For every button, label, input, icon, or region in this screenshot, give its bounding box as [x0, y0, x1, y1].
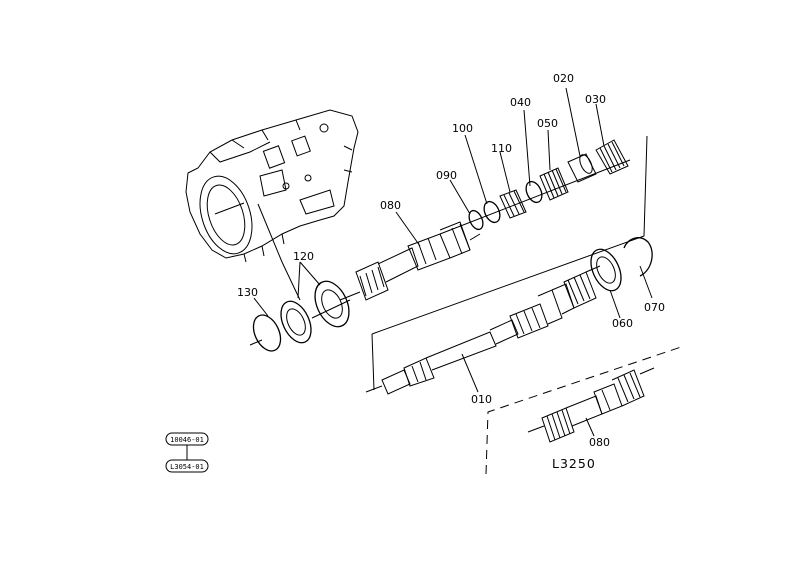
shaft-010-drawing — [365, 265, 601, 395]
ref-code-2: L3054-01 — [170, 463, 204, 471]
collar-020-drawing — [567, 153, 597, 183]
collar-040-drawing — [525, 180, 543, 204]
part-labels: 010 020 030 040 050 060 070 080 090 100 … — [237, 72, 665, 449]
label-060: 060 — [612, 317, 633, 330]
ref-code-1: 10046-01 — [170, 436, 204, 444]
label-050: 050 — [537, 117, 558, 130]
label-030: 030 — [585, 93, 606, 106]
label-100: 100 — [452, 122, 473, 135]
snap-ring-070-drawing — [623, 237, 653, 277]
bearing-060-drawing — [590, 248, 622, 292]
label-020: 020 — [553, 72, 574, 85]
bearing-120-drawing — [280, 280, 351, 344]
label-090: 090 — [436, 169, 457, 182]
ring-130-drawing — [249, 314, 282, 352]
label-110: 110 — [491, 142, 512, 155]
reference-codes: 10046-01 L3054-01 — [165, 432, 209, 473]
label-040: 040 — [510, 96, 531, 109]
gear-030-drawing — [595, 139, 629, 175]
ring-100-drawing — [483, 200, 501, 224]
label-120: 120 — [293, 250, 314, 263]
transmission-case-drawing — [185, 109, 359, 263]
label-080: 080 — [380, 199, 401, 212]
model-code: L3250 — [552, 456, 596, 471]
leader-lines — [253, 87, 653, 437]
gear-050-drawing — [539, 167, 569, 201]
ref-bubble-2 — [165, 459, 209, 473]
label-130: 130 — [237, 286, 258, 299]
label-070: 070 — [644, 301, 665, 314]
label-alt-080: 080 — [589, 436, 610, 449]
label-010: 010 — [471, 393, 492, 406]
shaft-080-drawing — [339, 221, 481, 301]
alt-shaft-080-drawing — [527, 367, 655, 443]
bearing-110-drawing — [499, 189, 527, 219]
